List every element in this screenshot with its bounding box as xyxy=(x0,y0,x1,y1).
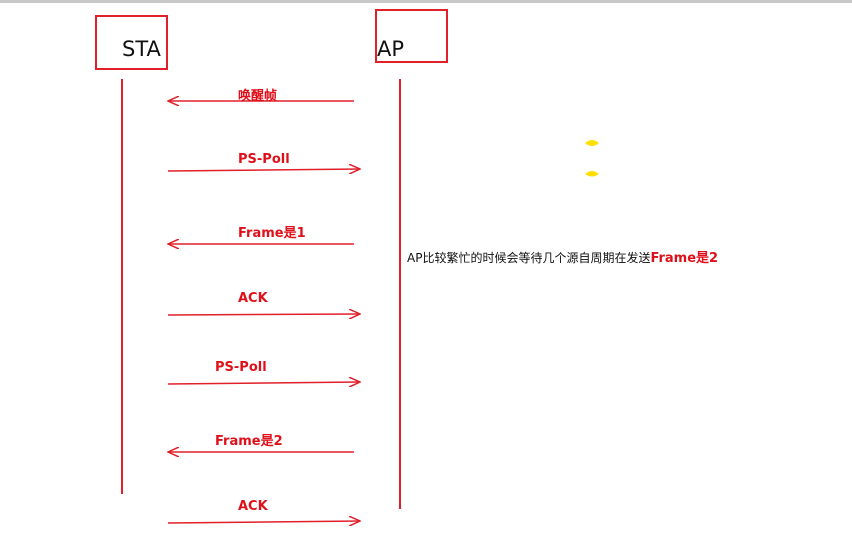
window-top-border xyxy=(0,0,852,3)
note-text-main: AP比较繁忙的时候会等待几个源自周期在发送 xyxy=(407,251,651,265)
yellow-marker-icon-2 xyxy=(585,171,599,177)
msg-label-4: ACK xyxy=(238,291,268,306)
ap-entity-box xyxy=(375,9,448,63)
msg-arrow-5 xyxy=(167,382,360,384)
msg-label-5: PS-Poll xyxy=(215,360,267,375)
msg-label-6: Frame是2 xyxy=(215,434,283,449)
note-text-highlight: Frame是2 xyxy=(650,251,719,266)
sta-entity-label: STA xyxy=(122,37,161,61)
msg-arrow-7 xyxy=(167,521,360,523)
msg-arrow-2 xyxy=(167,169,360,171)
sta-entity-box xyxy=(95,15,168,70)
sta-lifeline xyxy=(121,79,123,494)
ap-lifeline xyxy=(399,79,401,509)
yellow-marker-icon-1 xyxy=(585,140,599,146)
ap-entity-label: AP xyxy=(377,37,405,61)
msg-arrow-4 xyxy=(167,314,360,315)
note-text: AP比较繁忙的时候会等待几个源自周期在发送Frame是2 xyxy=(407,247,718,266)
msg-label-7: ACK xyxy=(238,499,268,514)
msg-label-3: Frame是1 xyxy=(238,226,306,241)
msg-label-1: 唤醒帧 xyxy=(238,89,278,104)
msg-label-2: PS-Poll xyxy=(238,152,290,167)
